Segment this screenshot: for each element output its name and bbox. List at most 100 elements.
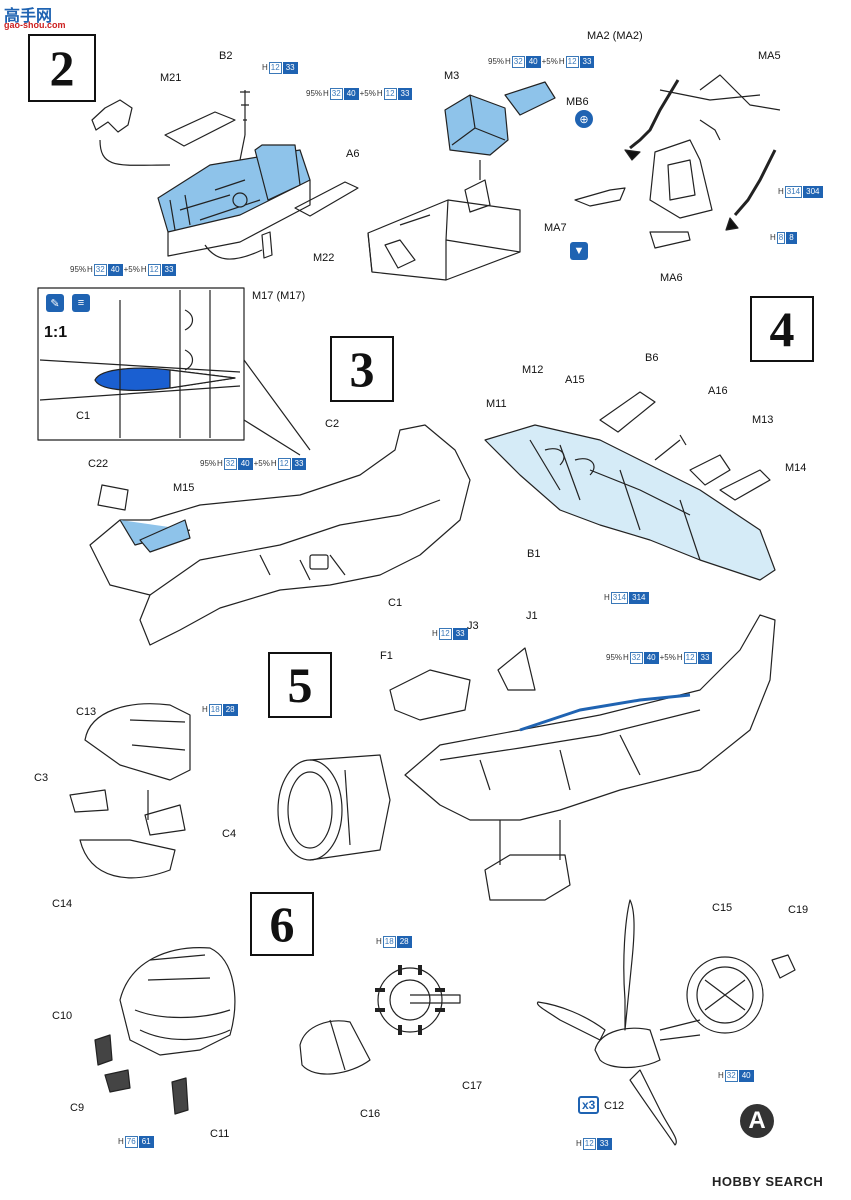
callout-m13: M13	[752, 414, 774, 426]
paint-ref-m3: 95% H 32 40 +5% H 12 33	[306, 88, 413, 100]
callout-c4: C4	[222, 828, 237, 840]
c10-part	[94, 1034, 113, 1066]
callout-c2: C2	[325, 418, 340, 430]
m21-panel	[164, 111, 236, 147]
m3-seat	[444, 94, 509, 156]
c11-part	[171, 1077, 189, 1115]
step-number-2: 2	[28, 34, 96, 102]
fuselage-half-left	[89, 424, 471, 646]
callout-c11: C11	[210, 1128, 230, 1140]
callout-c19: C19	[788, 904, 809, 916]
ma5-part	[725, 149, 777, 231]
callout-b6: B6	[645, 352, 659, 364]
attach-both-sides-icon: ⊕	[575, 110, 593, 128]
cowling-exploded	[69, 703, 191, 879]
detail-inset	[37, 287, 245, 441]
f1-panel	[389, 669, 471, 721]
paint-ref-cockpit-floor: 95% H 32 40 +5% H 12 33	[70, 264, 177, 276]
tub-box	[367, 199, 521, 281]
callout-a15: A15	[565, 374, 585, 386]
callout-ma5: MA5	[758, 50, 781, 62]
propeller-assembly	[536, 899, 701, 1146]
mb6-bracket	[504, 81, 556, 116]
paint-ref-m15: 95% H 32 40 +5% H 12 33	[200, 458, 307, 470]
callout-c10: C10	[52, 1010, 73, 1022]
paint-ref-cockpit-sill: 95% H 32 40 +5% H 12 33	[606, 652, 713, 664]
engine-front	[119, 947, 236, 1056]
step-number-5: 5	[268, 652, 332, 718]
step-number-6: 6	[250, 892, 314, 956]
inset-detail-drawing	[39, 290, 241, 438]
sign-a-badge: A	[740, 1104, 774, 1138]
b2-stick	[239, 90, 250, 161]
bracket-part	[91, 99, 171, 166]
a16-part	[654, 434, 687, 461]
callout-ma7: MA7	[544, 222, 567, 234]
watermark-url: gao-shou.com	[4, 20, 66, 30]
callout-j3: J3	[467, 620, 479, 632]
c16-spinner	[299, 1019, 371, 1075]
seat-install	[464, 160, 491, 213]
c22-panel	[97, 484, 129, 511]
callout-m3: M3	[444, 70, 460, 82]
callout-ma2: MA2 (MA2)	[587, 30, 643, 42]
callout-mb6: MB6	[566, 96, 589, 108]
quantity-x3-badge: x3	[578, 1096, 600, 1114]
fuselage-assembled	[404, 614, 776, 821]
c15-ring	[686, 956, 764, 1034]
callout-a16: A16	[708, 385, 728, 397]
callout-m22: M22	[313, 252, 335, 264]
paint-ref-c12: H 12 33	[576, 1138, 612, 1150]
j1-part	[497, 647, 536, 691]
credit-label: HOBBY SEARCH	[712, 1174, 824, 1189]
callout-c22: C22	[88, 458, 109, 470]
b6-part	[599, 391, 656, 433]
callout-c17: C17	[462, 1080, 483, 1092]
callout-m15: M15	[173, 482, 195, 494]
paint-ref-b2: H 12 33	[262, 62, 298, 74]
callout-b2: B2	[219, 50, 233, 62]
callout-c15: C15	[712, 902, 733, 914]
callout-f1: F1	[380, 650, 393, 662]
decal-stripe-icon: ≡	[72, 294, 90, 312]
inset-leader	[243, 359, 311, 456]
paint-ref-wing: H 314 314	[604, 592, 649, 604]
paint-ref-mb6: 95% H 32 40 +5% H 12 33	[488, 56, 595, 68]
paint-ref-c15: H 32 40	[718, 1070, 754, 1082]
callout-c16: C16	[360, 1108, 381, 1120]
paint-ref-c17: H 18 28	[376, 936, 412, 948]
paint-ref-j3: H 12 33	[432, 628, 468, 640]
callout-m12: M12	[522, 364, 544, 376]
paint-ref-exhausts: H 76 61	[118, 1136, 154, 1148]
paint-ref-ma5: H 314 304	[778, 186, 823, 198]
brush-icon: ✎	[46, 294, 64, 312]
step-number-3: 3	[330, 336, 394, 402]
callout-a6: A6	[346, 148, 360, 160]
cockpit-floor-assembly	[157, 144, 311, 257]
glue-point-icon: ▼	[570, 242, 588, 260]
callout-m17: M17 (M17)	[252, 290, 306, 302]
m17-pedal	[204, 231, 273, 260]
callout-c3: C3	[34, 772, 49, 784]
paint-ref-ma6: H 8 8	[770, 232, 797, 244]
c17-gear	[375, 965, 461, 1035]
seat-harness-detail	[649, 74, 781, 219]
callout-c13: C13	[76, 706, 97, 718]
ma2-part	[624, 79, 680, 161]
m14-part	[719, 469, 771, 501]
paint-ref-c13: H 18 28	[202, 704, 238, 716]
m22-panel	[294, 181, 359, 217]
cockpit-tub-bottom	[484, 820, 571, 901]
callout-c1: C1	[388, 597, 403, 609]
callout-j1: J1	[526, 610, 538, 622]
ma6-part	[649, 231, 691, 249]
callout-c14: C14	[52, 898, 73, 910]
callout-m14: M14	[785, 462, 807, 474]
lower-wing	[484, 424, 776, 581]
callout-m11: M11	[486, 398, 507, 410]
c9-part	[104, 1069, 131, 1093]
engine-cowling-assembled	[277, 754, 391, 861]
callout-c9: C9	[70, 1102, 85, 1114]
